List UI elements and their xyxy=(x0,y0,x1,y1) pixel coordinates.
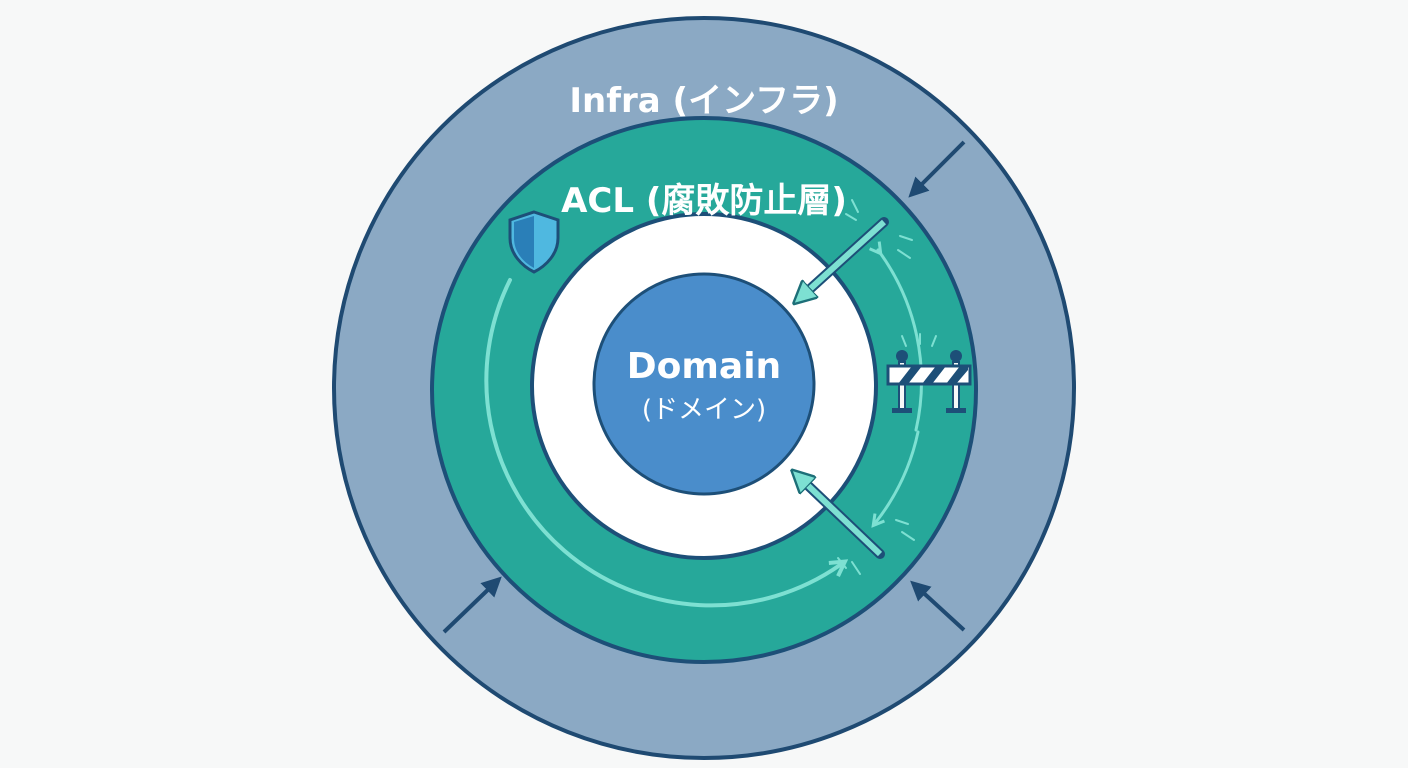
sparkle-marks xyxy=(837,199,937,575)
shield-icon xyxy=(508,210,560,274)
infra-arrow-top-right xyxy=(908,140,966,198)
infra-label: Infra (インフラ) xyxy=(569,81,838,121)
domain-label: Domain xyxy=(627,346,781,387)
infra-arrow-bottom-right xyxy=(910,580,966,632)
acl-arrow-incoming-top-inner xyxy=(800,219,887,298)
acl-label: ACL (腐敗防止層) xyxy=(561,181,847,221)
barrier-icon xyxy=(886,350,972,413)
acl-flow-curve-right-lower xyxy=(871,430,920,528)
acl-flow-curve xyxy=(484,278,849,608)
infra-arrow-bottom-left xyxy=(442,576,502,634)
acl-arrow-incoming-bottom-inner xyxy=(798,476,883,557)
acl-flow-curve-right xyxy=(869,241,923,432)
domain-core xyxy=(592,272,816,496)
domain-sublabel: (ドメイン) xyxy=(642,395,766,425)
